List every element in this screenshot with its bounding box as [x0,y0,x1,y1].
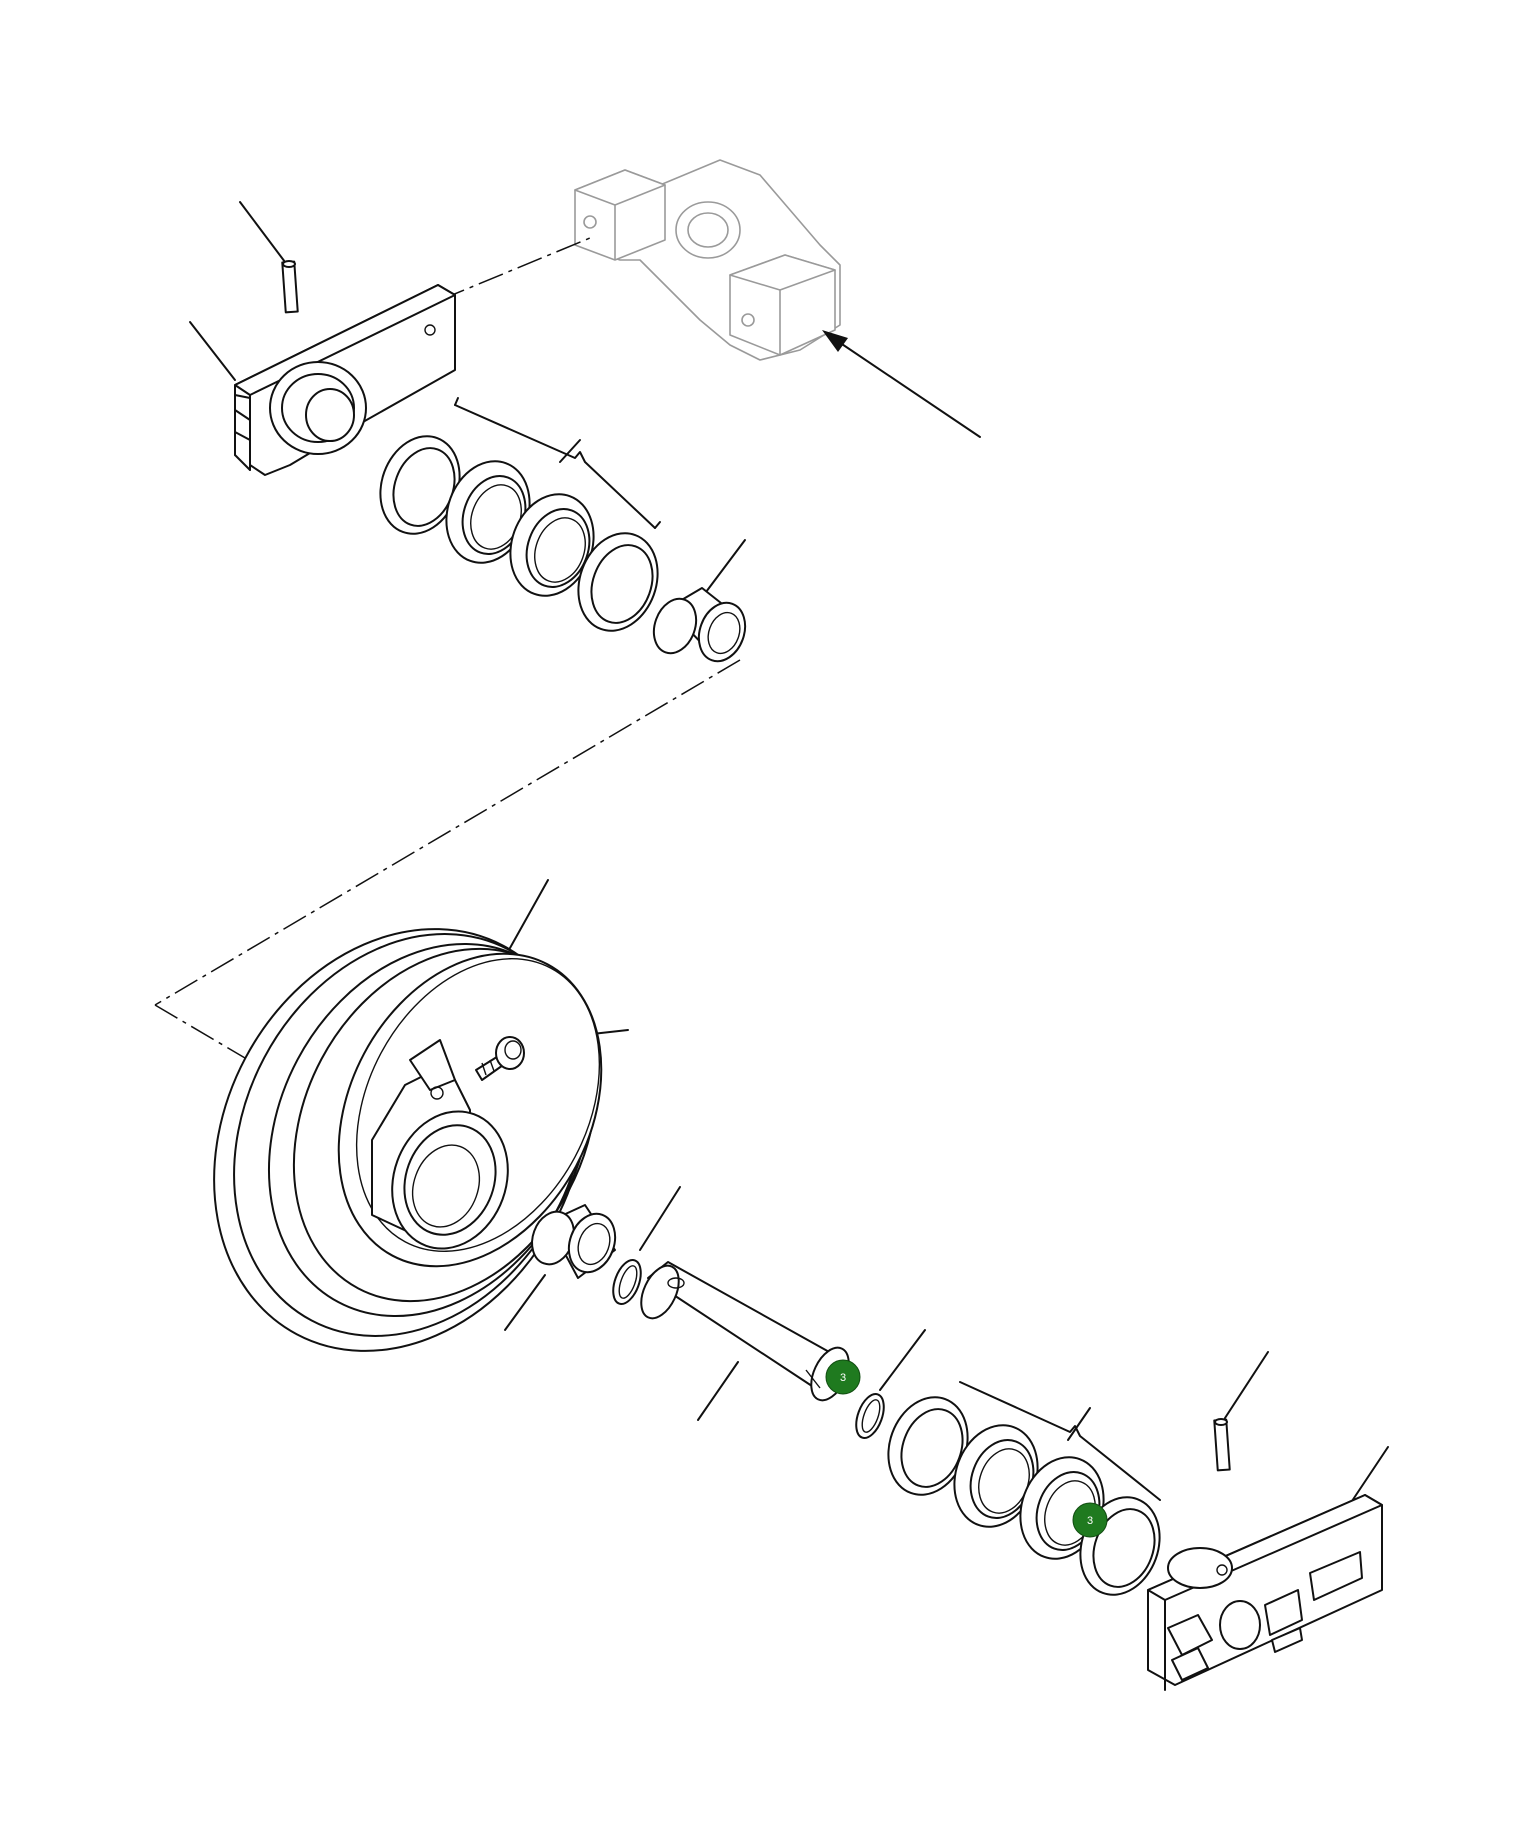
centerlines [154,237,741,1059]
upper-pin [281,260,299,314]
upper-ring-group-bracket [454,404,656,529]
lower-pin [1213,1418,1231,1472]
callout-3-seal-dot[interactable] [1072,1502,1108,1538]
lower-ring-group-bracket [959,1381,1161,1501]
upper-seal-ring-4 [577,532,659,632]
callout-3-seal-label: 3 [1087,1515,1093,1527]
upper-seal-ring-2 [445,460,531,564]
cap-screw [475,1036,525,1081]
idler-wheel [213,928,603,1352]
direction-arrow [822,330,981,438]
lower-seal-ring-2 [953,1424,1039,1528]
callout-3-shaft-label: 3 [840,1372,846,1384]
callout-3-shaft-dot[interactable] [825,1359,861,1395]
lower-support-block [1147,1494,1383,1691]
upper-seal-ring-1 [379,435,461,535]
callout-3-seal[interactable]: 3 [1072,1502,1108,1538]
upper-bushing [652,587,747,663]
wheel-bushing [531,1204,617,1279]
idler-shaft [640,1261,850,1402]
upper-support-block [234,284,456,476]
o-ring-left [612,1259,642,1305]
upper-seal-ring-3 [509,493,595,597]
o-ring-right [855,1393,885,1439]
callout-3-shaft[interactable]: 3 [825,1359,861,1395]
track-frame-bracket [574,159,841,361]
